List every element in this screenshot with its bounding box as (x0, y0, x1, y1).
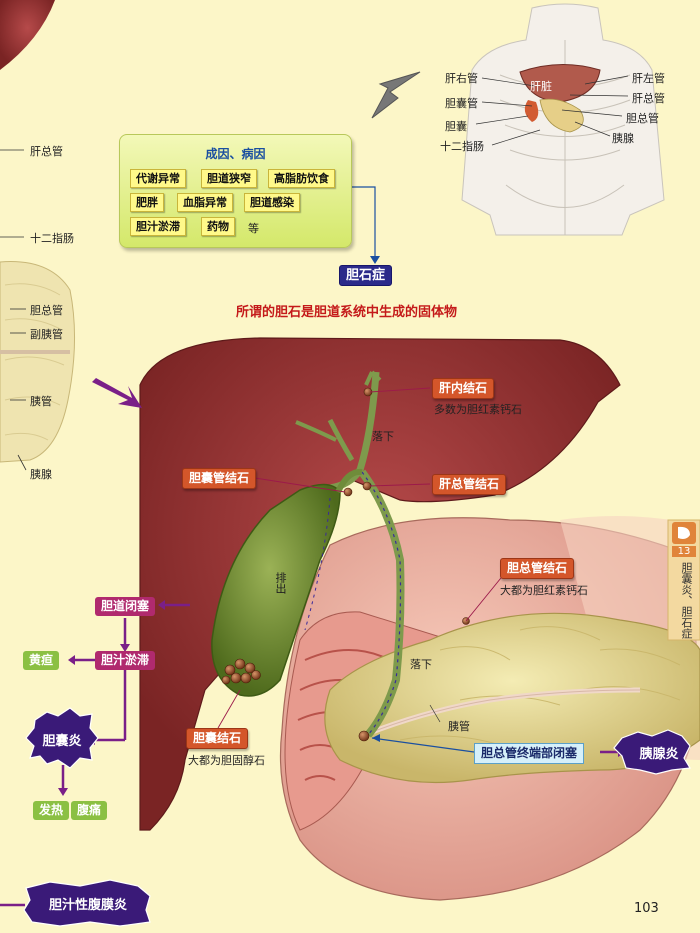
flow-bile-peritonitis: 胆汁性腹膜炎 (48, 898, 127, 913)
causes-title: 成因、病因 (205, 147, 266, 161)
torso-label-gallbladder: 胆囊 (445, 120, 467, 133)
torso-label-liver: 肝脏 (530, 80, 552, 93)
result-pancreatitis: 胰腺炎 (639, 747, 679, 762)
label-gallbladder-stone: 胆囊结石 (186, 728, 249, 749)
label-fall-2: 落下 (410, 658, 432, 671)
torso-label-right-hepatic: 肝右管 (445, 72, 478, 85)
flow-fever: 发热 (33, 801, 70, 820)
flow-jaundice: 黄疸 (23, 651, 60, 670)
note-common-bile: 大都为胆红素钙石 (500, 584, 588, 597)
cause-stricture: 胆道狭窄 (201, 169, 257, 188)
label-intrahepatic-stone: 肝内结石 (432, 378, 495, 399)
causes-etc: 等 (248, 222, 259, 235)
label-common-hepatic-stone: 肝总管结石 (432, 474, 507, 495)
left-label-pancreatic-duct: 胰管 (30, 395, 52, 408)
cause-bile-stasis: 胆汁淤滞 (130, 217, 186, 236)
note-intrahepatic: 多数为胆红素钙石 (434, 403, 522, 416)
left-label-common-hepatic: 肝总管 (30, 145, 63, 158)
causes-box: 成因、病因 代谢异常 胆道狭窄 高脂肪饮食 肥胖 血脂异常 胆道感染 胆汁淤滞 … (119, 134, 352, 248)
left-label-duodenum: 十二指肠 (30, 232, 74, 245)
label-pancreatic-duct: 胰管 (448, 720, 470, 733)
side-tab-number: 13 (672, 546, 696, 557)
side-tab-text: 胆囊炎、胆石症 (680, 562, 693, 639)
cause-high-fat: 高脂肪饮食 (268, 169, 335, 188)
cause-dyslipidemia: 血脂异常 (177, 193, 233, 212)
torso-label-cystic: 胆囊管 (445, 97, 478, 110)
left-label-accessory-duct: 副胰管 (30, 328, 63, 341)
label-discharge: 排出 (274, 572, 287, 594)
result-cholelithiasis: 胆石症 (339, 265, 393, 286)
torso-label-duodenum: 十二指肠 (440, 140, 484, 153)
flow-bile-stasis: 胆汁淤滞 (95, 651, 156, 670)
page-number: 103 (634, 901, 659, 916)
definition-text: 所谓的胆石是胆道系统中生成的固体物 (236, 305, 458, 320)
cause-drugs: 药物 (201, 217, 235, 236)
cause-infection: 胆道感染 (244, 193, 300, 212)
torso-label-pancreas: 胰腺 (612, 132, 634, 145)
flow-abdominal-pain: 腹痛 (71, 801, 108, 820)
cause-metabolic: 代谢异常 (130, 169, 186, 188)
note-gallbladder: 大都为胆固醇石 (188, 754, 265, 767)
left-label-common-bile: 胆总管 (30, 304, 63, 317)
torso-label-common-bile: 胆总管 (626, 112, 659, 125)
label-terminal-obstruction: 胆总管终端部闭塞 (474, 743, 585, 764)
flow-cholecystitis: 胆囊炎 (42, 734, 82, 749)
cause-obesity: 肥胖 (130, 193, 164, 212)
torso-label-common-hepatic: 肝总管 (632, 92, 665, 105)
label-fall-1: 落下 (372, 430, 394, 443)
label-common-bile-stone: 胆总管结石 (500, 558, 575, 579)
flow-biliary-obstruction: 胆道闭塞 (95, 597, 156, 616)
torso-label-left-hepatic: 肝左管 (632, 72, 665, 85)
label-cystic-duct-stone: 胆囊管结石 (182, 468, 257, 489)
left-label-pancreas: 胰腺 (30, 468, 52, 481)
